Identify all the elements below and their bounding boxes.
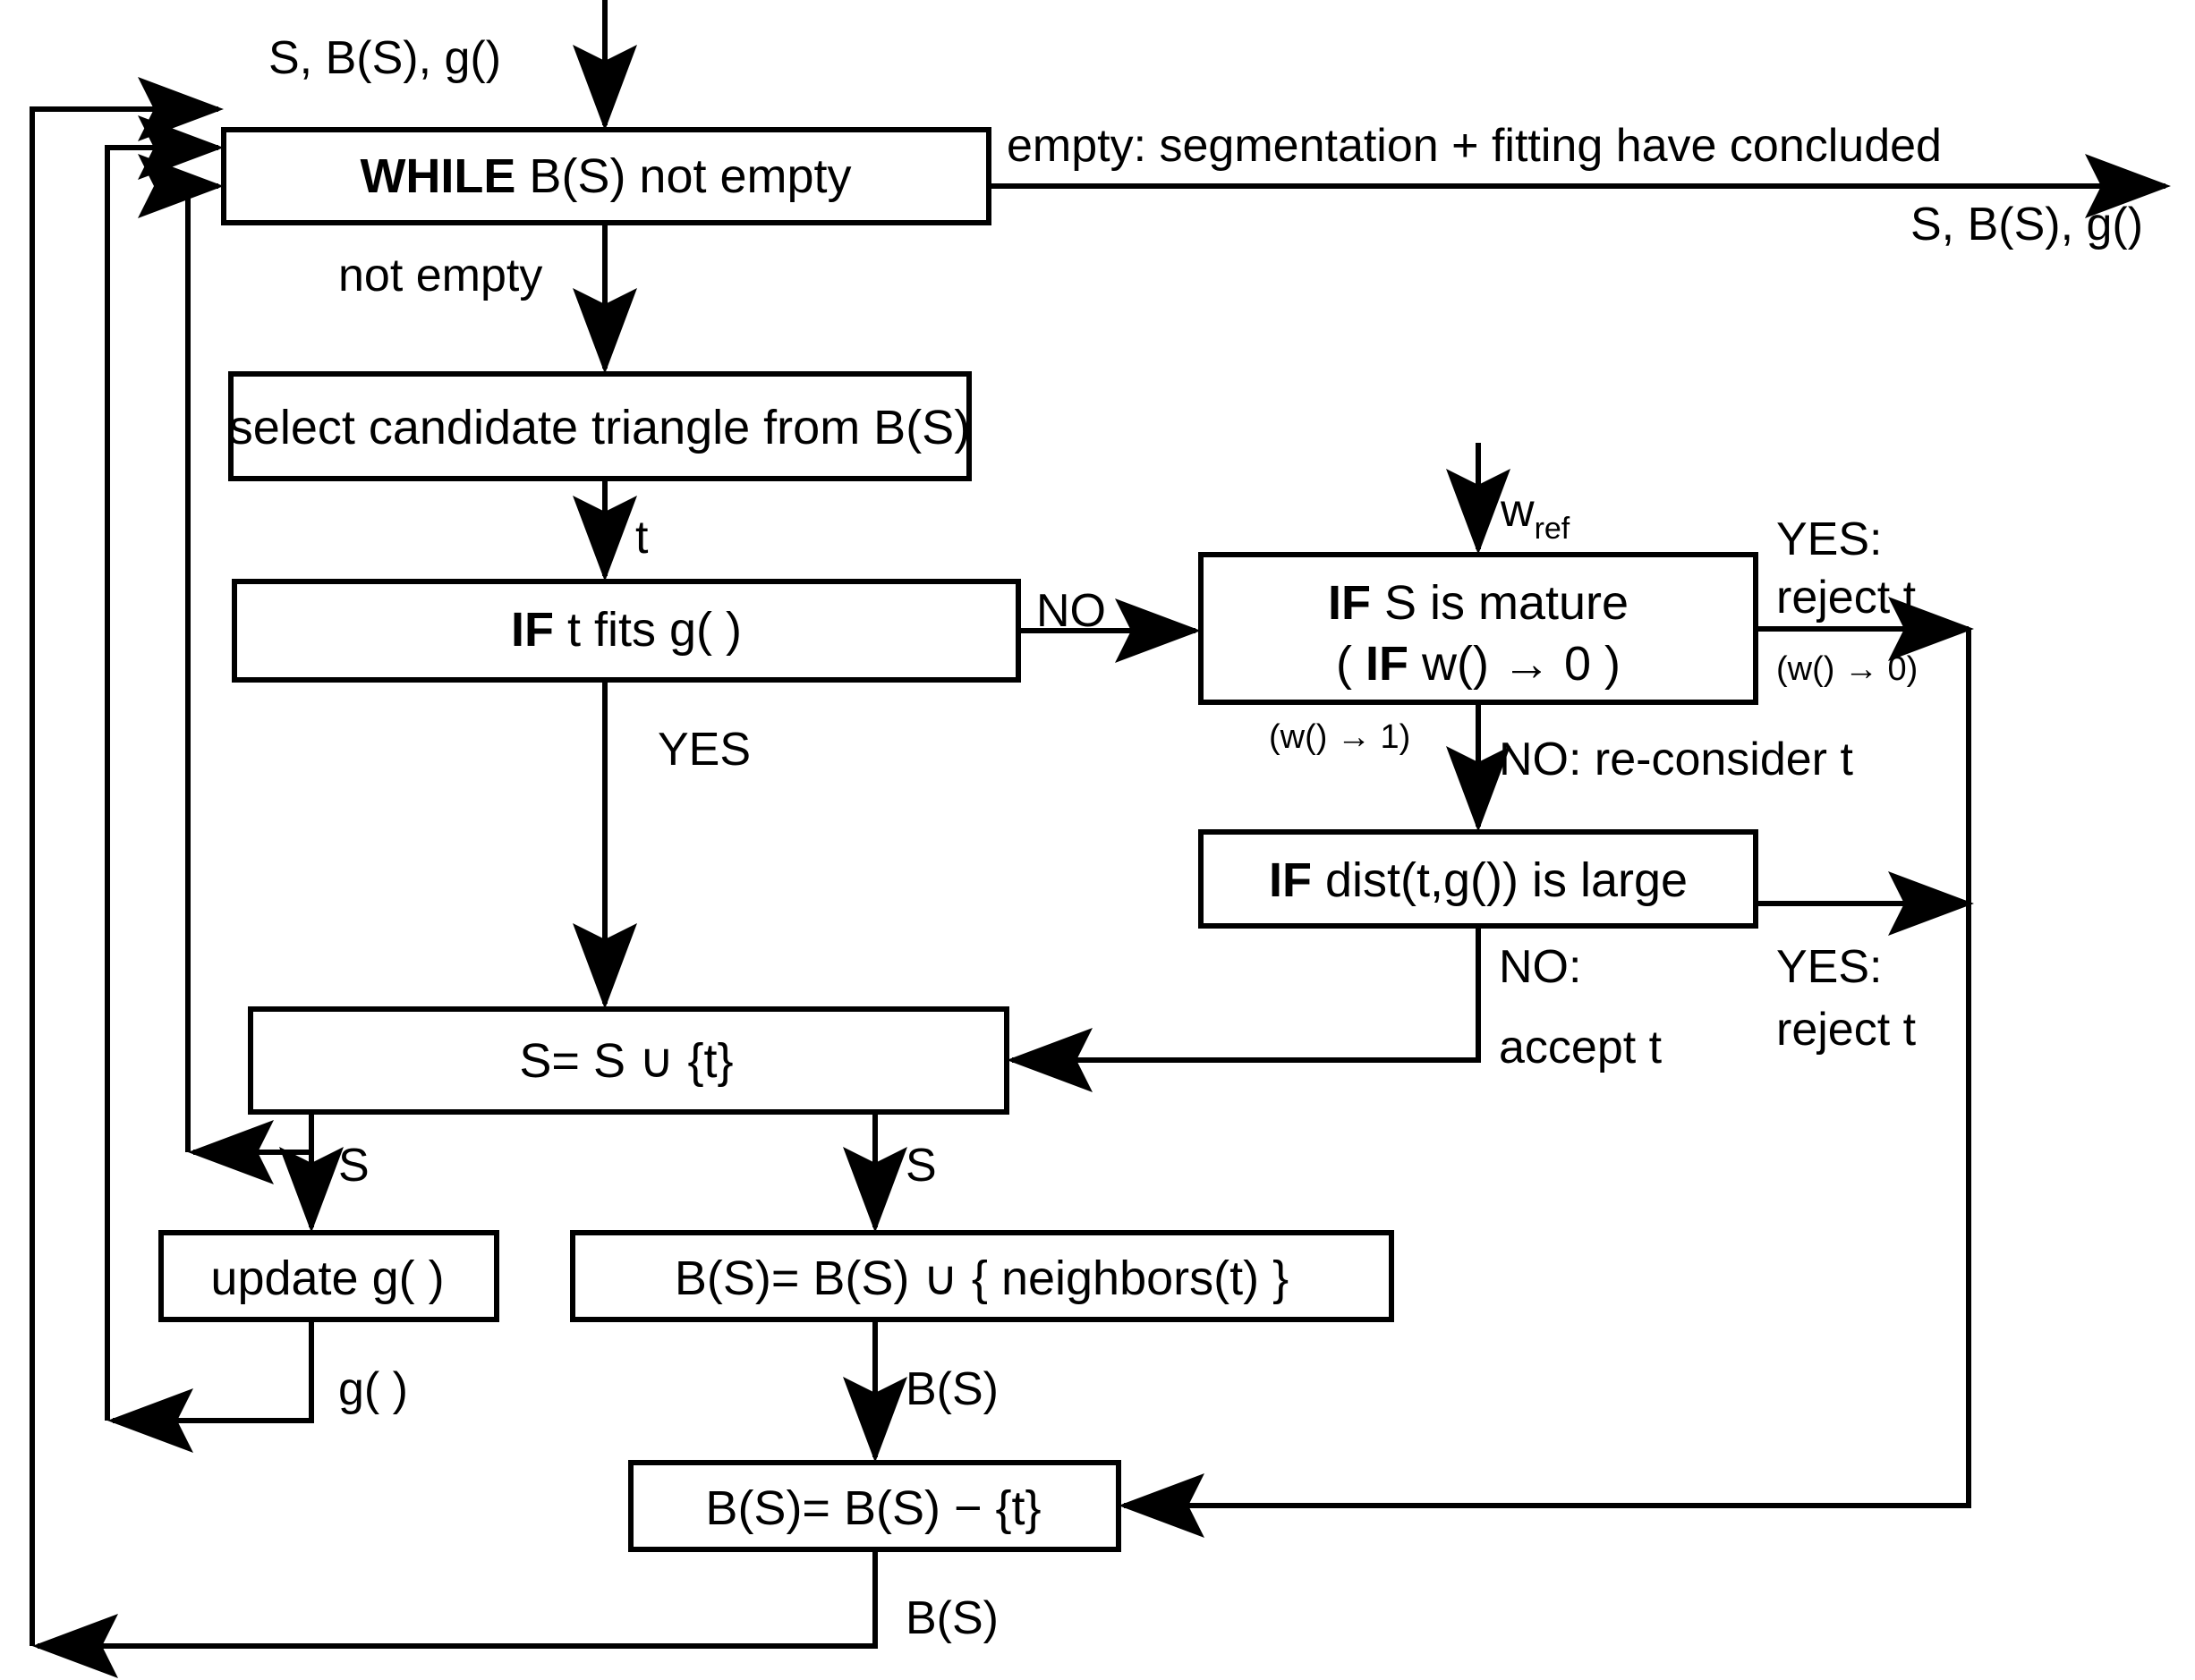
label-no-accept-2: accept t — [1499, 1022, 1663, 1073]
label-not-empty: not empty — [338, 250, 542, 301]
arrow-bsminus-to-rail1 — [32, 1549, 878, 1678]
arrow-dist-no-accept-to-sunion — [1007, 926, 1481, 1092]
box-bs-union-text: B(S)= B(S) ∪ { neighbors(t) } — [675, 1252, 1289, 1305]
label-yes-reject-2: reject t — [1776, 572, 1917, 624]
label-g-out: g( ) — [338, 1363, 408, 1415]
while-rest: B(S) not empty — [515, 149, 851, 203]
arrow-updateg-to-rail2 — [107, 1319, 314, 1453]
label-no-accept-1: NO: — [1499, 941, 1581, 993]
box-if-s-mature-line1: IF S is mature — [1328, 576, 1629, 630]
box-s-union-t[interactable] — [248, 1006, 1009, 1115]
label-w-ref: wref — [1500, 485, 1570, 546]
label-input-top: S, B(S), g() — [268, 32, 501, 84]
if-mature2-pre: ( — [1336, 637, 1365, 691]
box-select-candidate-text: select candidate triangle from B(S) — [229, 401, 970, 454]
box-update-g[interactable] — [158, 1230, 499, 1322]
if-mature2-keyword: IF — [1365, 637, 1408, 691]
rail-2-to-while — [105, 115, 224, 1421]
box-update-g-text: update g( ) — [210, 1252, 444, 1305]
label-w-to-one: (w() → 1) — [1269, 718, 1410, 756]
arrow-right-rail-to-bsminus — [1119, 629, 1971, 1538]
box-while[interactable] — [221, 127, 991, 225]
wref-subscript: ref — [1535, 512, 1570, 546]
label-bs-out: B(S) — [906, 1363, 999, 1415]
if-fits-keyword: IF — [511, 603, 554, 657]
label-yes-reject2-2: reject t — [1776, 1004, 1917, 1056]
label-yes-reject-1: YES: — [1776, 513, 1883, 565]
box-select-candidate[interactable] — [228, 371, 972, 481]
label-no-fits: NO — [1036, 585, 1106, 637]
label-yes-reject2-1: YES: — [1776, 941, 1883, 993]
if-mature-keyword: IF — [1328, 576, 1371, 630]
label-w-to-zero: (w() → 0) — [1776, 650, 1918, 688]
label-s-right: S — [906, 1140, 937, 1192]
if-fits-rest: t fits g( ) — [554, 603, 742, 657]
label-t: t — [635, 512, 649, 564]
label-output-right: S, B(S), g() — [1910, 199, 2143, 250]
box-if-s-mature-line2: ( IF w() → 0 ) — [1336, 637, 1621, 691]
rail-3-to-while — [138, 154, 224, 1152]
box-bs-union-neighbors[interactable] — [570, 1230, 1394, 1322]
label-s-left: S — [338, 1140, 370, 1192]
while-keyword: WHILE — [360, 149, 515, 203]
label-bs-bottom: B(S) — [906, 1592, 999, 1644]
box-if-t-fits-text: IF t fits g( ) — [511, 603, 742, 657]
box-s-union-text: S= S ∪ {t} — [519, 1034, 733, 1088]
if-mature-rest: S is mature — [1371, 576, 1629, 630]
label-empty-concluded: empty: segmentation + fitting have concl… — [1007, 120, 1942, 172]
box-while-text: WHILE B(S) not empty — [360, 149, 851, 203]
if-dist-rest: dist(t,g()) is large — [1312, 853, 1688, 907]
rail-1-to-while — [30, 77, 224, 1646]
box-if-dist-text: IF dist(t,g()) is large — [1269, 853, 1688, 907]
box-bs-minus-text: B(S)= B(S) − {t} — [705, 1481, 1041, 1535]
if-dist-keyword: IF — [1269, 853, 1312, 907]
label-yes-fits: YES — [658, 724, 751, 776]
label-no-reconsider: NO: re-consider t — [1499, 734, 1853, 785]
box-if-t-fits[interactable] — [232, 579, 1021, 683]
wref-base: w — [1500, 485, 1535, 537]
if-mature2-rest: w() → 0 ) — [1408, 637, 1621, 691]
